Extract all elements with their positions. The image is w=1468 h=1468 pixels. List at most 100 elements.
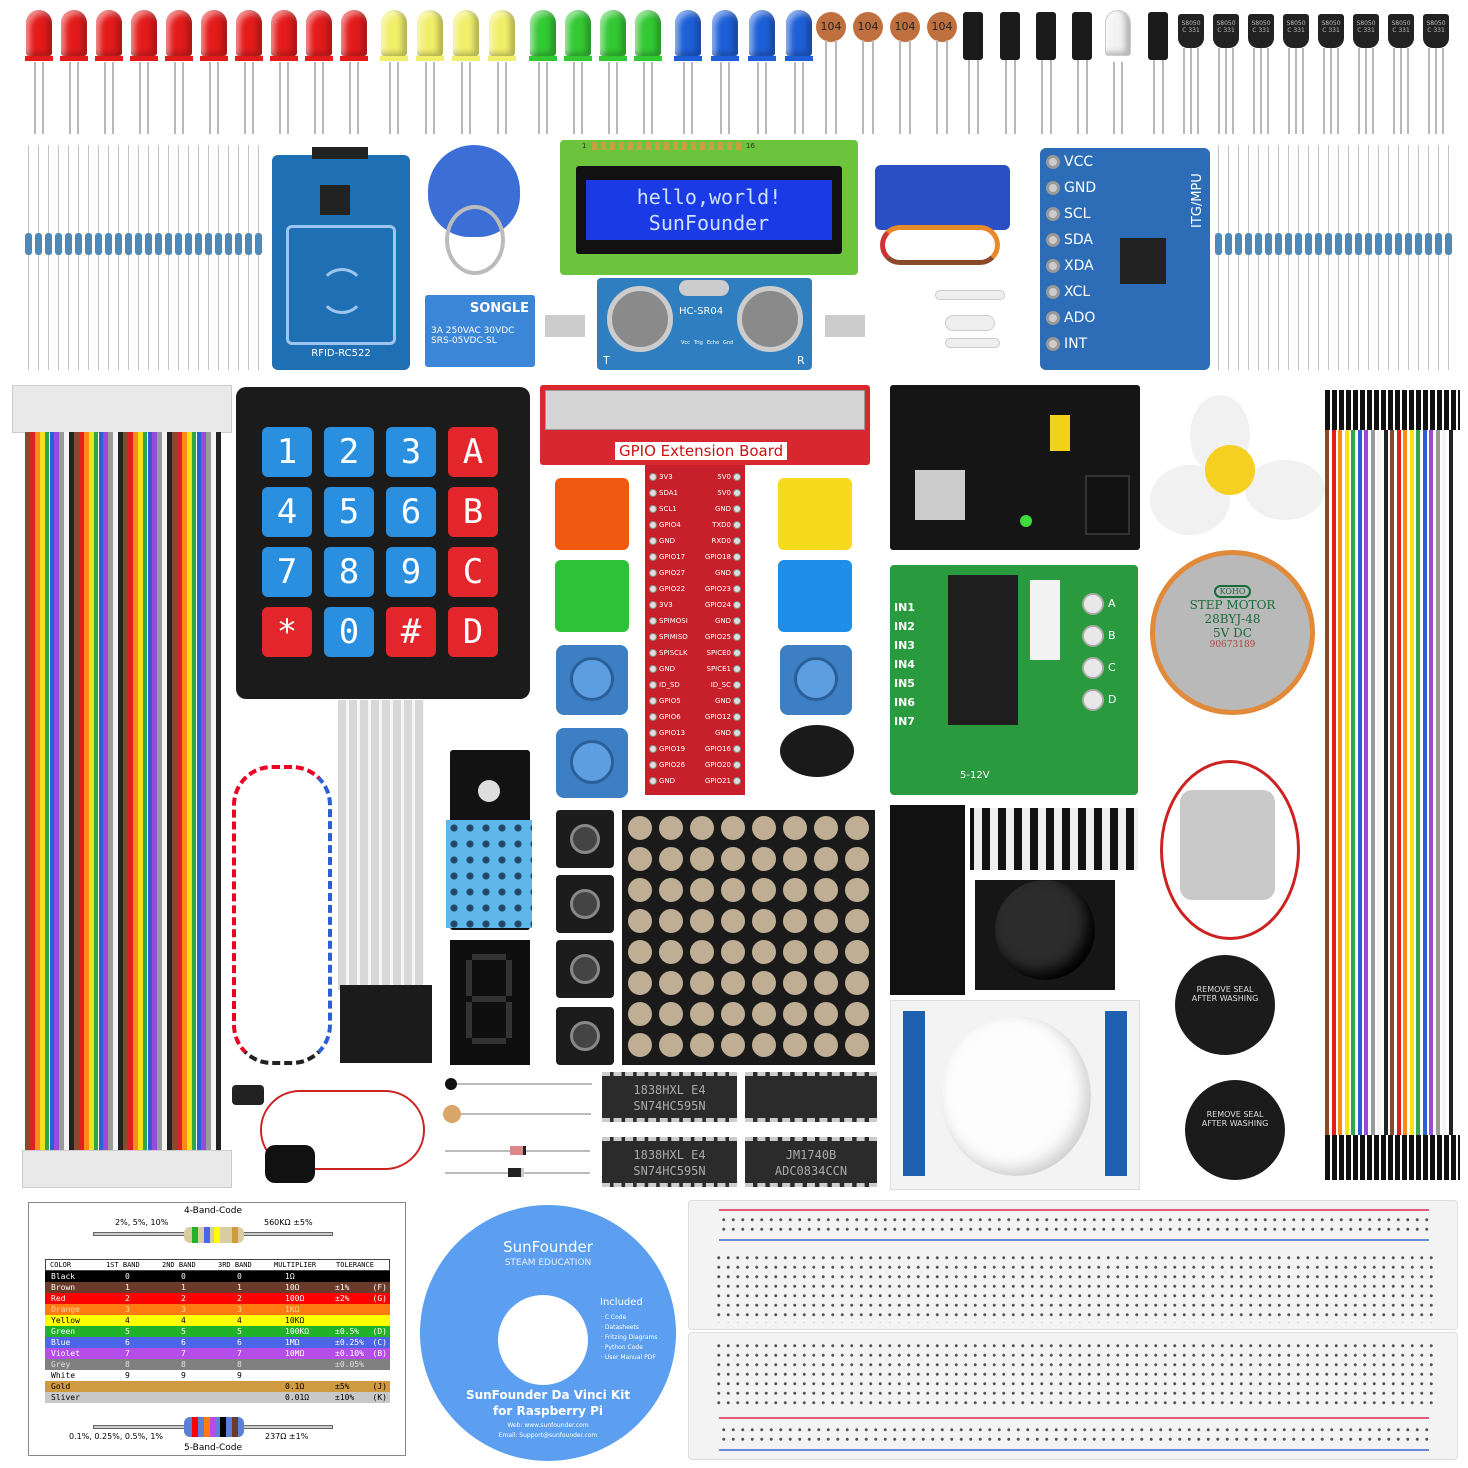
jumper-wire-kit bbox=[232, 765, 332, 1065]
9v-battery-clip bbox=[265, 1145, 315, 1183]
chart-cell-tol: ±0.10% bbox=[335, 1349, 364, 1358]
rfid-chip bbox=[320, 185, 350, 215]
matrix-led bbox=[628, 1002, 652, 1026]
gpio-pin-label: SPIMOSI bbox=[659, 617, 688, 625]
keypad-key-C[interactable]: C bbox=[448, 547, 498, 597]
led-leg bbox=[209, 62, 211, 134]
lcd-module: 1 16 hello,world! SunFounder bbox=[560, 140, 858, 275]
gpio-pin-hole bbox=[649, 681, 657, 689]
led-leg bbox=[182, 62, 184, 134]
keypad-key-D[interactable]: D bbox=[448, 607, 498, 657]
led-leg bbox=[728, 62, 730, 134]
resistor-body bbox=[95, 233, 102, 255]
five-band-title: 5-Band-Code bbox=[184, 1443, 243, 1453]
matrix-led bbox=[690, 1033, 714, 1057]
chart-cell-b2: 9 bbox=[181, 1371, 186, 1380]
mpu-pin-label: ADO bbox=[1064, 310, 1096, 326]
keypad-key-8[interactable]: 8 bbox=[324, 547, 374, 597]
chip-line1: 1838HXL E4 bbox=[633, 1083, 706, 1097]
chart-cell-color: Orange bbox=[51, 1305, 80, 1314]
resistor bbox=[1255, 145, 1262, 370]
resistor-lead bbox=[1448, 145, 1449, 370]
transistor-leg bbox=[1183, 48, 1185, 134]
gpio-pin-hole bbox=[649, 473, 657, 481]
dc-jack bbox=[1085, 475, 1130, 535]
capacitor-leg bbox=[825, 40, 827, 134]
led-leg bbox=[802, 62, 804, 134]
resistor-body bbox=[75, 233, 82, 255]
led-rim bbox=[564, 56, 592, 61]
chart-cell-b3: 9 bbox=[237, 1371, 242, 1380]
chart-cell-tol: ±0.25% bbox=[335, 1338, 364, 1347]
keypad-key-B[interactable]: B bbox=[448, 487, 498, 537]
pir-pcb-edge bbox=[903, 1011, 925, 1176]
led-dome bbox=[530, 10, 556, 56]
mpu-pin: XDA bbox=[1046, 258, 1094, 274]
green-led bbox=[599, 10, 627, 135]
ceramic-capacitor: 104 bbox=[853, 12, 883, 134]
chart-cell-color: Violet bbox=[51, 1349, 80, 1358]
keypad-key-2[interactable]: 2 bbox=[324, 427, 374, 477]
keypad-key-1[interactable]: 1 bbox=[262, 427, 312, 477]
resistor-lead bbox=[1358, 145, 1359, 370]
resistor bbox=[1315, 145, 1322, 370]
push-button bbox=[556, 810, 614, 868]
keypad-key-6[interactable]: 6 bbox=[386, 487, 436, 537]
jumper-wire bbox=[1344, 420, 1349, 1140]
resistor bbox=[1345, 145, 1352, 370]
resistor-body bbox=[155, 233, 162, 255]
gpio-pin-label: GPIO23 bbox=[704, 585, 731, 593]
resistor-body bbox=[1435, 233, 1442, 255]
ribbon-wire bbox=[127, 432, 133, 1152]
keypad-key-*[interactable]: * bbox=[262, 607, 312, 657]
capacitor-body bbox=[1036, 12, 1056, 60]
mpu-pin-label: XDA bbox=[1064, 258, 1094, 274]
matrix-led bbox=[783, 1033, 807, 1057]
gpio-40pin-socket bbox=[545, 390, 865, 430]
keypad-key-#[interactable]: # bbox=[386, 607, 436, 657]
gpio-pin-hole bbox=[649, 713, 657, 721]
chart-cell-mult: 0.1Ω bbox=[285, 1382, 305, 1391]
led-leg bbox=[1121, 62, 1123, 134]
stepper-brand: KOHO bbox=[1213, 585, 1252, 598]
chart-cell-mult: 100Ω bbox=[285, 1294, 305, 1303]
led-dome bbox=[565, 10, 591, 56]
matrix-led bbox=[752, 940, 776, 964]
keypad-key-A[interactable]: A bbox=[448, 427, 498, 477]
gpio-pin-label: 5V0 bbox=[717, 489, 731, 497]
indicator-label: B bbox=[1108, 629, 1116, 642]
keypad-key-0[interactable]: 0 bbox=[324, 607, 374, 657]
lcd-pin-end: 16 bbox=[746, 142, 755, 150]
resistor-lead bbox=[1268, 145, 1269, 370]
gpio-pin-label: SPICE0 bbox=[706, 649, 732, 657]
resistor-lead bbox=[1438, 145, 1439, 370]
ceramic-capacitor: 104 bbox=[890, 12, 920, 134]
chart-cell-b3: 6 bbox=[237, 1338, 242, 1347]
keypad-key-3[interactable]: 3 bbox=[386, 427, 436, 477]
resistor bbox=[1265, 145, 1272, 370]
chart-cell-color: Brown bbox=[51, 1283, 76, 1292]
keypad-key-4[interactable]: 4 bbox=[262, 487, 312, 537]
crystal bbox=[679, 280, 729, 296]
keypad-key-9[interactable]: 9 bbox=[386, 547, 436, 597]
chart-cell-code: (J) bbox=[372, 1382, 387, 1391]
keypad-key-5[interactable]: 5 bbox=[324, 487, 374, 537]
ribbon-connector-bottom bbox=[22, 1150, 232, 1188]
matrix-led bbox=[783, 909, 807, 933]
matrix-led bbox=[845, 971, 869, 995]
keypad-key-7[interactable]: 7 bbox=[262, 547, 312, 597]
resistor bbox=[255, 145, 262, 370]
chart-cell-b1: 3 bbox=[125, 1305, 130, 1314]
resistor-lead bbox=[58, 145, 59, 370]
resistor-body bbox=[205, 233, 212, 255]
gpio-pin-hole bbox=[649, 665, 657, 673]
resistor-lead bbox=[1428, 145, 1429, 370]
resistor-lead bbox=[88, 145, 89, 370]
resistor bbox=[1275, 145, 1282, 370]
electrolytic-capacitor bbox=[1036, 12, 1058, 134]
capacitor-body bbox=[1072, 12, 1092, 60]
